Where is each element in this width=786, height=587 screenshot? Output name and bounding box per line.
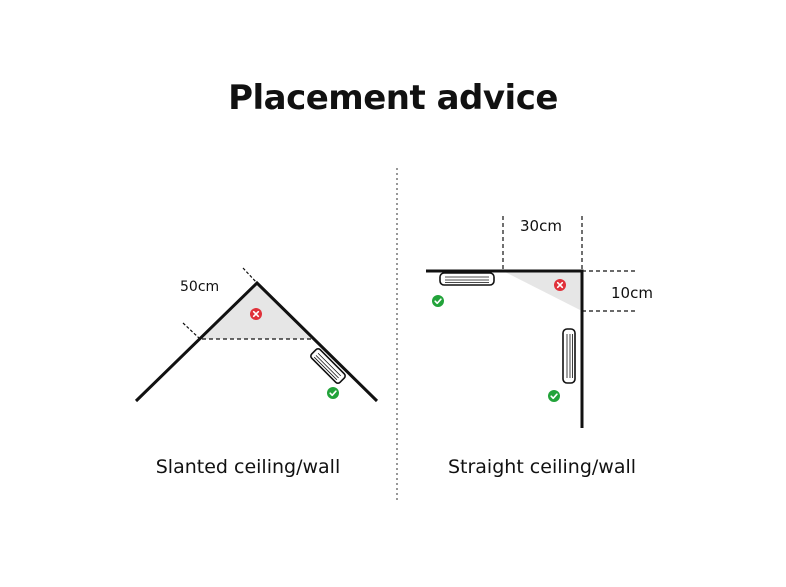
no-go-zone [503,271,582,311]
cross-icon [554,279,566,291]
caption-straight: Straight ceiling/wall [447,456,637,478]
distance-label-30cm: 30cm [520,217,562,235]
checkmark-icon [327,387,339,399]
caption-slanted: Slanted ceiling/wall [155,456,341,478]
smoke-detector-slanted [310,348,346,384]
dimension-tick-top [242,267,258,284]
checkmark-icon [432,295,444,307]
slanted-ceiling-panel: 50cm [134,267,379,403]
page-title: Placement advice [228,78,558,118]
dimension-tick-bottom [182,322,200,339]
cross-icon [250,308,262,320]
smoke-detector-wall [562,328,576,384]
smoke-detector-ceiling [439,272,495,286]
distance-label-10cm: 10cm [611,284,653,302]
checkmark-icon [548,390,560,402]
straight-ceiling-panel: 30cm 10cm [426,216,653,428]
distance-label-50cm: 50cm [180,279,219,295]
